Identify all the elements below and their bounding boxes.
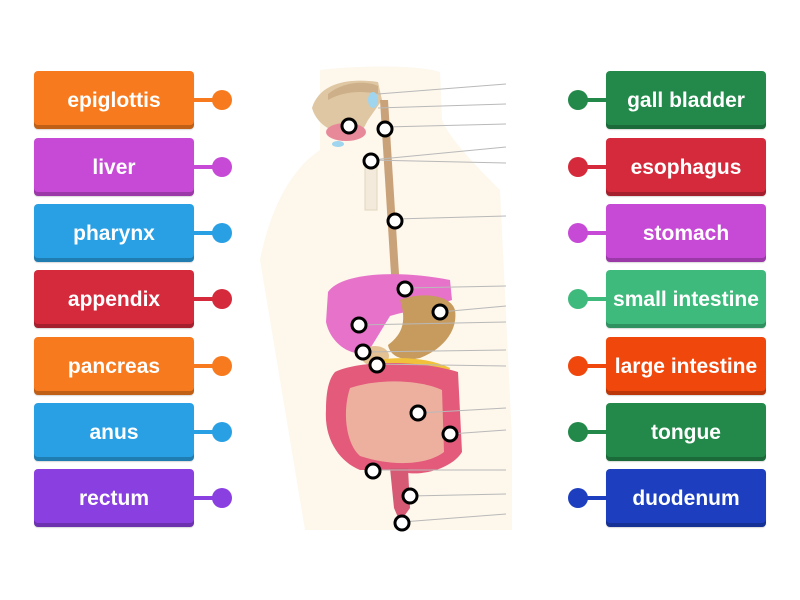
digestive-system-diagram <box>260 66 512 532</box>
drop-marker[interactable] <box>354 343 372 361</box>
small-intestine-shape <box>345 381 444 464</box>
label-tongue[interactable]: tongue <box>606 403 766 461</box>
peg-dot[interactable] <box>212 157 232 177</box>
esophagus-shape <box>380 100 400 290</box>
label-pancreas[interactable]: pancreas <box>34 337 194 395</box>
label-duodenum[interactable]: duodenum <box>606 469 766 527</box>
drop-markers <box>340 117 459 532</box>
drop-marker[interactable] <box>340 117 358 135</box>
peg-dot[interactable] <box>568 157 588 177</box>
label-anus[interactable]: anus <box>34 403 194 461</box>
peg-line <box>194 231 218 235</box>
peg-line <box>194 165 218 169</box>
peg-dot[interactable] <box>212 356 232 376</box>
peg-dot[interactable] <box>568 223 588 243</box>
drop-marker[interactable] <box>393 514 411 532</box>
drop-marker[interactable] <box>431 303 449 321</box>
peg-dot[interactable] <box>568 356 588 376</box>
pointer-lines <box>358 83 507 523</box>
peg-line <box>194 98 218 102</box>
label-esophagus[interactable]: esophagus <box>606 138 766 196</box>
peg-dot[interactable] <box>212 223 232 243</box>
peg-line <box>582 231 606 235</box>
drop-marker[interactable] <box>368 356 386 374</box>
epiglottis-shape <box>368 92 378 108</box>
drop-marker[interactable] <box>364 462 382 480</box>
trachea <box>364 164 378 211</box>
label-large-intestine[interactable]: large intestine <box>606 337 766 395</box>
peg-dot[interactable] <box>568 90 588 110</box>
label-pharynx[interactable]: pharynx <box>34 204 194 262</box>
peg-line <box>582 430 606 434</box>
peg-dot[interactable] <box>212 488 232 508</box>
peg-dot[interactable] <box>212 422 232 442</box>
drop-marker[interactable] <box>396 280 414 298</box>
rectum-shape <box>390 468 410 522</box>
drop-marker[interactable] <box>362 152 380 170</box>
label-appendix[interactable]: appendix <box>34 270 194 328</box>
peg-line <box>582 496 606 500</box>
peg-line <box>194 364 218 368</box>
peg-line <box>582 364 606 368</box>
peg-dot[interactable] <box>212 289 232 309</box>
peg-line <box>582 297 606 301</box>
drop-marker[interactable] <box>409 404 427 422</box>
peg-dot[interactable] <box>568 422 588 442</box>
liver-shape <box>326 274 452 354</box>
drop-marker[interactable] <box>401 487 419 505</box>
label-stomach[interactable]: stomach <box>606 204 766 262</box>
peg-line <box>194 430 218 434</box>
label-epiglottis[interactable]: epiglottis <box>34 71 194 129</box>
small-blue-shape <box>332 141 344 147</box>
peg-dot[interactable] <box>568 488 588 508</box>
peg-line <box>582 165 606 169</box>
drop-marker[interactable] <box>376 120 394 138</box>
peg-line <box>194 496 218 500</box>
peg-line <box>194 297 218 301</box>
peg-dot[interactable] <box>568 289 588 309</box>
drop-marker[interactable] <box>386 212 404 230</box>
label-rectum[interactable]: rectum <box>34 469 194 527</box>
head-top <box>328 82 378 100</box>
drop-marker[interactable] <box>441 425 459 443</box>
peg-dot[interactable] <box>212 90 232 110</box>
peg-line <box>582 98 606 102</box>
drop-marker[interactable] <box>350 316 368 334</box>
label-liver[interactable]: liver <box>34 138 194 196</box>
label-small-intestine[interactable]: small intestine <box>606 270 766 328</box>
label-gall-bladder[interactable]: gall bladder <box>606 71 766 129</box>
